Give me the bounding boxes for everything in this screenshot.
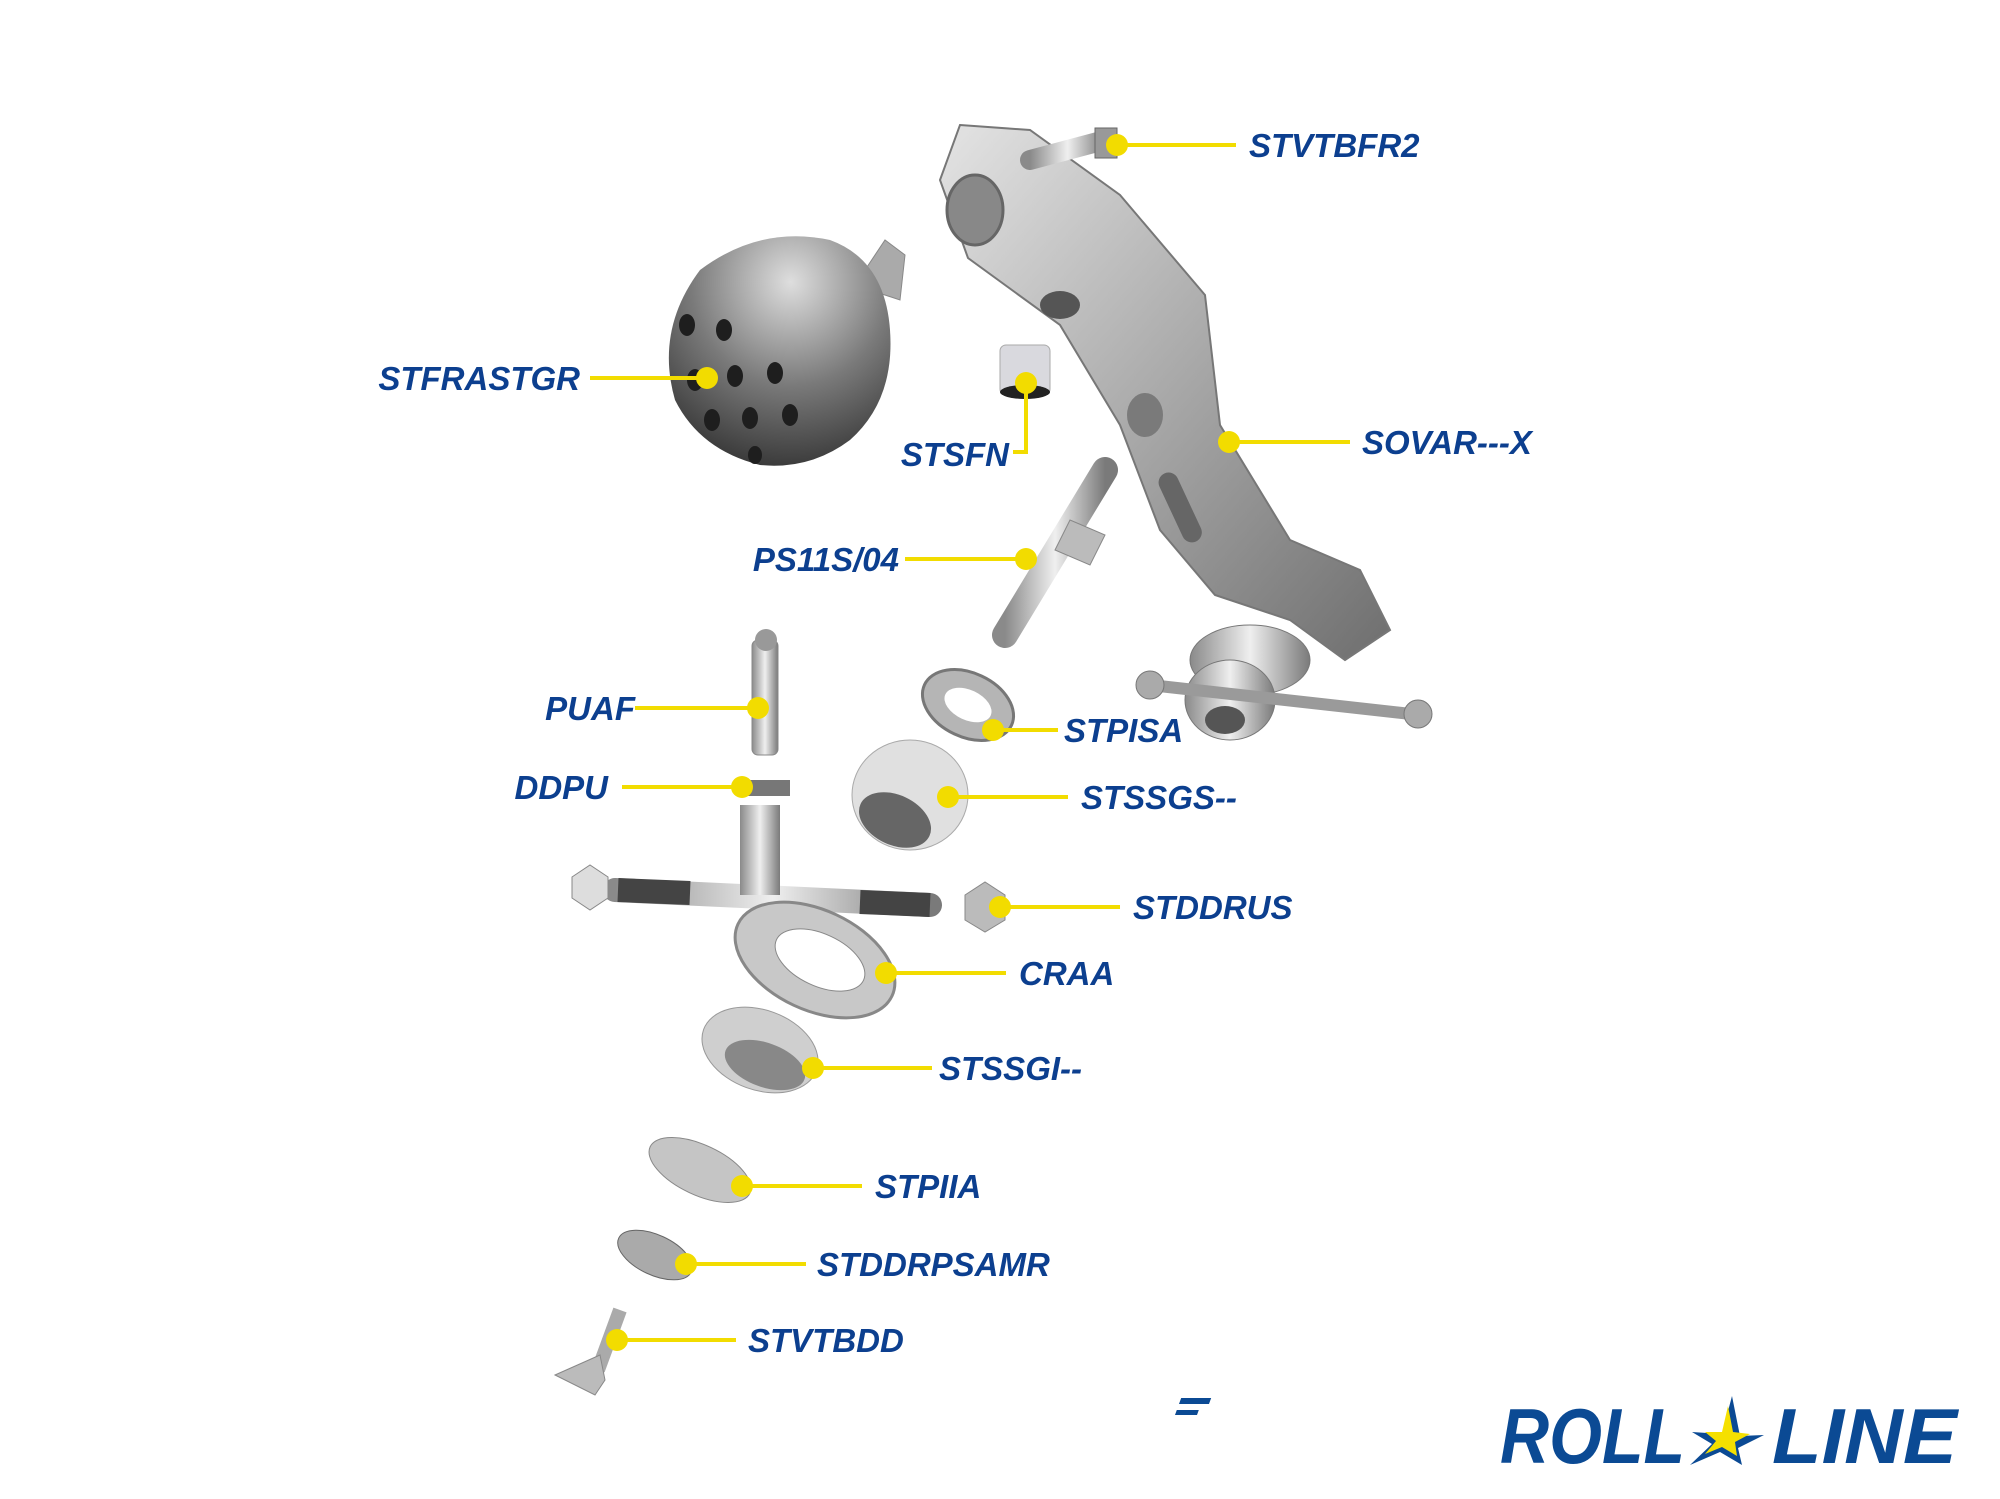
pivot-pin-part: [751, 629, 779, 756]
part-label: STPISA: [1064, 712, 1183, 749]
part-label: SOVAR---X: [1362, 424, 1534, 461]
lower-cushion-part: [701, 1006, 819, 1094]
callout-stvtbfr2: STVTBFR2: [1106, 127, 1420, 164]
callout-stpiia: STPIIA: [731, 1168, 981, 1205]
callout-stvtbdd: STVTBDD: [606, 1322, 904, 1359]
callout-stpisa: STPISA: [982, 712, 1183, 749]
part-label: STPIIA: [875, 1168, 981, 1205]
washer-part: [920, 668, 1016, 742]
callout-stddrus: STDDRUS: [989, 889, 1293, 926]
part-label: PUAF: [545, 690, 636, 727]
toe-stop-part: [668, 236, 906, 466]
part-label: STFRASTGR: [378, 360, 580, 397]
pivot-nut-part: [742, 780, 790, 796]
bottom-screw-part: [553, 1307, 627, 1396]
callout-stssgi: STSSGI--: [802, 1050, 1082, 1087]
part-label: STSFN: [901, 436, 1010, 473]
part-label: DDPU: [514, 769, 609, 806]
logo-text-left: ROLL: [1500, 1392, 1685, 1480]
nut-part: [964, 881, 1006, 933]
part-label: CRAA: [1019, 955, 1114, 992]
part-label: STSSGI--: [939, 1050, 1082, 1087]
roll-line-logo: ROLL LINE: [1174, 1392, 1959, 1480]
lower-washer-part: [648, 1137, 752, 1203]
callout-stsfn: STSFN: [901, 372, 1037, 473]
part-label: PS11S/04: [753, 541, 899, 578]
part-label: STDDRPSAMR: [817, 1246, 1050, 1283]
star-icon: [1174, 1396, 1764, 1465]
part-label: STVTBDD: [748, 1322, 904, 1359]
kingpin-part: [992, 457, 1118, 648]
logo-text-right: LINE: [1772, 1392, 1959, 1480]
part-label: STSSGS--: [1081, 779, 1237, 816]
callout-sovar: SOVAR---X: [1218, 424, 1534, 461]
callout-ddpu: DDPU: [514, 769, 753, 806]
callout-craa: CRAA: [875, 955, 1114, 992]
callout-stssgs: STSSGS--: [937, 779, 1237, 816]
plate-part: [938, 123, 1433, 741]
callout-ps11s: PS11S/04: [753, 541, 1037, 578]
part-label: STVTBFR2: [1249, 127, 1420, 164]
callout-stddrpsamr: STDDRPSAMR: [675, 1246, 1050, 1283]
callout-puaf: PUAF: [545, 690, 769, 727]
truck-part: [571, 805, 1006, 1020]
callout-stfrastgr: STFRASTGR: [378, 360, 718, 397]
part-label: STDDRUS: [1133, 889, 1293, 926]
